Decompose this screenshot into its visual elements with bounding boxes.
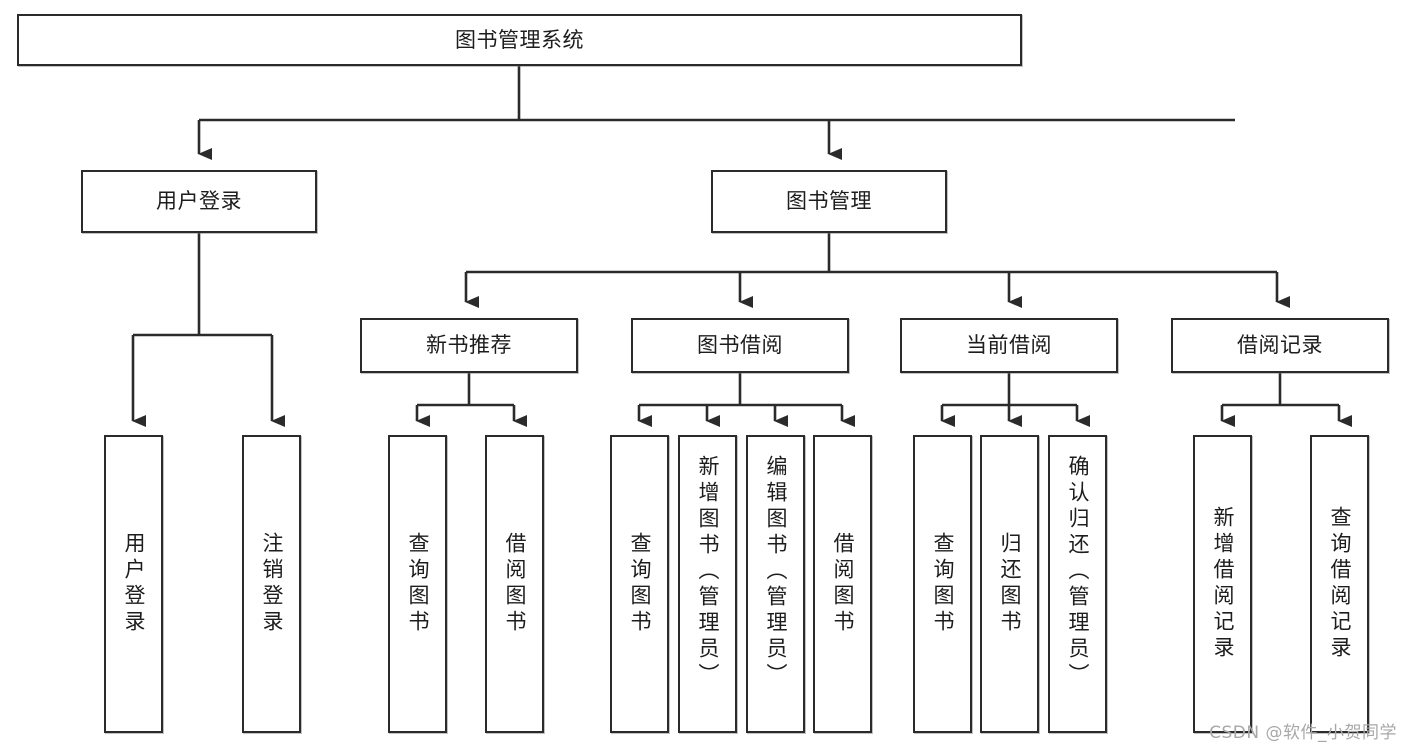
node-leaf-return-book-label: 归还图书	[998, 532, 1022, 636]
node-user-login-label: 用户登录	[156, 189, 242, 214]
node-leaf-return-book[interactable]: 归还图书	[980, 435, 1039, 733]
node-leaf-query-book-3[interactable]: 查询图书	[913, 435, 972, 733]
node-leaf-query-record[interactable]: 查询借阅记录	[1310, 435, 1369, 733]
node-leaf-edit-book[interactable]: 编辑图书（管理员）	[746, 435, 805, 733]
node-current-borrow-label: 当前借阅	[966, 333, 1052, 358]
node-leaf-add-book[interactable]: 新增图书（管理员）	[678, 435, 737, 733]
node-leaf-query-book-2[interactable]: 查询图书	[610, 435, 669, 733]
node-leaf-add-record[interactable]: 新增借阅记录	[1193, 435, 1252, 733]
node-leaf-borrow-book-1-label: 借阅图书	[503, 532, 527, 636]
node-borrow-record[interactable]: 借阅记录	[1171, 318, 1389, 373]
node-book-manage-label: 图书管理	[786, 189, 872, 214]
node-leaf-user-login-label: 用户登录	[122, 532, 146, 636]
node-root-label: 图书管理系统	[455, 27, 584, 52]
node-leaf-confirm-return-label: 确认归还（管理员）	[1066, 455, 1090, 689]
csdn-watermark: CSDN @软件_小贺同学	[1209, 723, 1397, 743]
node-borrow-record-label: 借阅记录	[1237, 333, 1323, 358]
node-leaf-query-book-2-label: 查询图书	[628, 532, 652, 636]
node-root[interactable]: 图书管理系统	[17, 14, 1022, 66]
node-leaf-edit-book-label: 编辑图书（管理员）	[764, 455, 788, 689]
node-leaf-add-book-label: 新增图书（管理员）	[696, 455, 720, 689]
node-leaf-query-book-3-label: 查询图书	[931, 532, 955, 636]
node-leaf-borrow-book-1[interactable]: 借阅图书	[485, 435, 544, 733]
node-book-borrow[interactable]: 图书借阅	[631, 318, 849, 373]
node-leaf-query-book-1-label: 查询图书	[406, 532, 430, 636]
node-new-book-rec-label: 新书推荐	[426, 333, 512, 358]
node-leaf-user-login[interactable]: 用户登录	[104, 435, 163, 733]
node-new-book-rec[interactable]: 新书推荐	[360, 318, 578, 373]
node-user-login[interactable]: 用户登录	[81, 170, 317, 233]
node-leaf-user-logout[interactable]: 注销登录	[242, 435, 301, 733]
node-leaf-query-book-1[interactable]: 查询图书	[388, 435, 447, 733]
node-leaf-add-record-label: 新增借阅记录	[1211, 506, 1235, 662]
node-leaf-borrow-book-2[interactable]: 借阅图书	[813, 435, 872, 733]
node-leaf-borrow-book-2-label: 借阅图书	[831, 532, 855, 636]
node-leaf-user-logout-label: 注销登录	[260, 532, 284, 636]
node-book-manage[interactable]: 图书管理	[711, 170, 947, 233]
node-current-borrow[interactable]: 当前借阅	[900, 318, 1118, 373]
node-leaf-confirm-return[interactable]: 确认归还（管理员）	[1048, 435, 1107, 733]
node-book-borrow-label: 图书借阅	[697, 333, 783, 358]
node-leaf-query-record-label: 查询借阅记录	[1328, 506, 1352, 662]
